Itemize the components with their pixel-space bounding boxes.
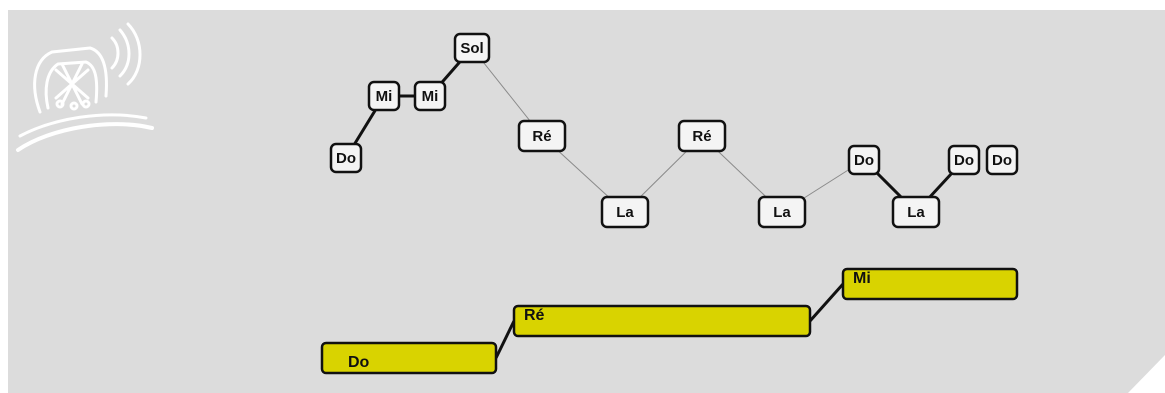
melody-note-box — [600, 195, 650, 229]
harmony-bar-label: Ré — [524, 307, 545, 324]
melody-note-label: Do — [854, 152, 874, 169]
melody-note-label: Do — [336, 150, 356, 167]
harmony-bar — [841, 267, 1019, 301]
melody-note-box — [329, 142, 363, 174]
harmony-bar — [512, 304, 812, 338]
harmony-connector — [808, 283, 845, 322]
melody-note: Sol — [453, 32, 491, 64]
melody-note-box — [517, 119, 567, 153]
melody-note-label: La — [907, 204, 925, 221]
melody-note-label: La — [616, 204, 634, 221]
melody-note-box — [677, 119, 727, 153]
melody-note: Mi — [413, 80, 447, 112]
melody-note: Ré — [677, 119, 727, 153]
harmony-bar-label: Do — [348, 354, 370, 371]
melody-note-box — [891, 195, 941, 229]
radio-icon — [16, 22, 154, 152]
melody-note-label: La — [773, 204, 791, 221]
harmony-connector — [494, 320, 516, 359]
melody-note-box — [985, 144, 1019, 176]
melody-note-label: Do — [954, 152, 974, 169]
melody-note-box — [413, 80, 447, 112]
melody-note: La — [600, 195, 650, 229]
harmony-bars: Do Ré Mi — [320, 267, 1019, 375]
melody-note: La — [757, 195, 807, 229]
melody-note: Mi — [367, 80, 401, 112]
melody-note-label: Sol — [460, 40, 483, 57]
melody-note-box — [947, 144, 981, 176]
melody-note-box — [367, 80, 401, 112]
melody-note: Do — [847, 144, 881, 176]
melody-note: Do — [329, 142, 363, 174]
melody-note-label: Mi — [376, 88, 393, 105]
harmony-bar — [320, 341, 498, 375]
melody-note-label: Ré — [532, 128, 551, 145]
melody-note: Ré — [517, 119, 567, 153]
melody-note-box — [847, 144, 881, 176]
melody-note-label: Ré — [692, 128, 711, 145]
melody-note-label: Do — [992, 152, 1012, 169]
melody-note: Do — [947, 144, 981, 176]
melody-note-label: Mi — [422, 88, 439, 105]
melody-note-box — [757, 195, 807, 229]
harmony-bar-label: Mi — [853, 270, 871, 287]
melody-note: Do — [985, 144, 1019, 176]
melody-note: La — [891, 195, 941, 229]
melody-note-box — [453, 32, 491, 64]
